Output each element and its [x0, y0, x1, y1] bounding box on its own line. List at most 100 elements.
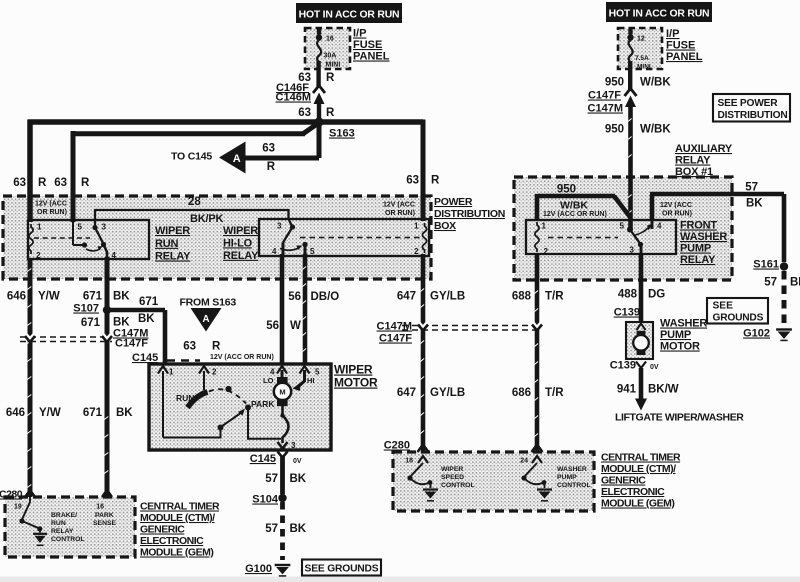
svg-text:RELAY: RELAY — [680, 254, 716, 266]
svg-text:R: R — [326, 72, 335, 84]
svg-text:C147F: C147F — [379, 333, 412, 345]
svg-text:4: 4 — [270, 368, 275, 377]
svg-text:BOX: BOX — [434, 220, 456, 232]
svg-text:LO: LO — [263, 376, 274, 385]
svg-text:FROM S163: FROM S163 — [179, 297, 236, 309]
svg-text:3: 3 — [291, 441, 296, 450]
svg-text:BK/W: BK/W — [648, 384, 679, 396]
svg-text:950: 950 — [557, 184, 576, 196]
svg-text:A: A — [233, 153, 241, 165]
svg-text:BRAKE/: BRAKE/ — [51, 512, 77, 519]
svg-text:MOTOR: MOTOR — [660, 341, 700, 353]
svg-text:MODULE (CTM)/: MODULE (CTM)/ — [601, 463, 676, 475]
svg-text:SPEED: SPEED — [441, 474, 464, 481]
svg-text:GENERIC: GENERIC — [601, 475, 646, 487]
svg-text:671: 671 — [83, 407, 103, 419]
svg-text:686: 686 — [512, 387, 531, 399]
svg-text:SENSE: SENSE — [93, 520, 117, 527]
svg-text:63: 63 — [183, 341, 196, 353]
svg-text:LIFTGATE WIPER/WASHER: LIFTGATE WIPER/WASHER — [615, 412, 744, 424]
svg-text:BK: BK — [790, 277, 800, 289]
svg-text:5: 5 — [620, 222, 625, 231]
svg-text:646: 646 — [6, 407, 25, 419]
svg-text:MINI: MINI — [326, 62, 341, 69]
svg-text:MODULE (GEM): MODULE (GEM) — [601, 498, 674, 510]
svg-text:C145: C145 — [132, 352, 158, 364]
svg-text:647: 647 — [397, 291, 416, 303]
svg-text:G102: G102 — [743, 328, 770, 340]
svg-text:16: 16 — [326, 36, 334, 43]
svg-text:DB/O: DB/O — [311, 291, 340, 303]
svg-text:R: R — [212, 341, 221, 353]
svg-text:57: 57 — [764, 277, 777, 289]
svg-text:R: R — [81, 177, 90, 189]
svg-text:RELAY: RELAY — [155, 251, 191, 263]
svg-text:RUN: RUN — [155, 238, 178, 250]
svg-text:T/R: T/R — [545, 387, 564, 399]
svg-text:12V (ACC: 12V (ACC — [35, 201, 67, 208]
svg-text:HI-LO: HI-LO — [223, 237, 253, 249]
svg-text:S104: S104 — [252, 494, 279, 506]
svg-text:MODULE (GEM): MODULE (GEM) — [140, 547, 213, 559]
svg-text:C147M: C147M — [377, 321, 412, 333]
svg-text:FUSE: FUSE — [666, 40, 695, 52]
svg-text:W/BK: W/BK — [560, 200, 588, 212]
svg-text:7.5A: 7.5A — [635, 55, 649, 62]
svg-text:PUMP: PUMP — [680, 243, 711, 255]
svg-text:A: A — [202, 314, 209, 325]
svg-text:30A: 30A — [324, 53, 337, 60]
svg-text:CENTRAL TIMER: CENTRAL TIMER — [601, 452, 681, 464]
svg-text:C146F: C146F — [276, 82, 309, 94]
svg-text:BK: BK — [290, 473, 307, 485]
svg-text:12V (ACC OR RUN): 12V (ACC OR RUN) — [210, 354, 274, 361]
svg-text:3: 3 — [102, 223, 107, 232]
svg-text:HOT IN ACC OR RUN: HOT IN ACC OR RUN — [609, 8, 710, 19]
svg-text:941: 941 — [617, 384, 637, 396]
svg-text:OR RUN): OR RUN) — [37, 209, 67, 216]
svg-text:3: 3 — [277, 222, 282, 231]
svg-text:HOT IN ACC OR RUN: HOT IN ACC OR RUN — [299, 9, 400, 20]
svg-text:SEE: SEE — [713, 301, 734, 312]
svg-text:I/P: I/P — [353, 28, 366, 40]
svg-text:R: R — [326, 107, 335, 119]
svg-text:RUN: RUN — [176, 393, 194, 403]
svg-text:W/BK: W/BK — [640, 124, 671, 136]
svg-text:CONTROL: CONTROL — [51, 536, 85, 543]
svg-text:SEE GROUNDS: SEE GROUNDS — [305, 564, 379, 575]
svg-text:GENERIC: GENERIC — [140, 524, 185, 536]
svg-text:Y/W: Y/W — [38, 291, 60, 303]
svg-text:BK: BK — [746, 198, 763, 210]
svg-text:671: 671 — [139, 296, 159, 308]
svg-text:950: 950 — [605, 77, 624, 89]
svg-text:POWER: POWER — [434, 196, 473, 208]
svg-text:MINI: MINI — [637, 64, 651, 71]
svg-text:C280: C280 — [384, 440, 410, 452]
svg-text:M: M — [279, 387, 285, 396]
svg-text:FRONT: FRONT — [680, 220, 717, 232]
svg-text:2: 2 — [212, 368, 217, 377]
svg-text:WIPER: WIPER — [223, 225, 258, 237]
svg-text:TO C145: TO C145 — [171, 151, 212, 163]
svg-text:PANEL: PANEL — [666, 51, 703, 63]
svg-text:PARK: PARK — [95, 512, 114, 519]
svg-text:PANEL: PANEL — [353, 51, 390, 63]
svg-text:CONTROL: CONTROL — [441, 482, 475, 489]
svg-text:BK: BK — [290, 523, 307, 535]
svg-text:56: 56 — [266, 320, 279, 332]
svg-text:C145: C145 — [250, 453, 276, 465]
svg-text:C147F: C147F — [115, 338, 148, 350]
svg-text:950: 950 — [605, 124, 624, 136]
svg-text:688: 688 — [512, 291, 532, 303]
svg-text:R: R — [38, 177, 47, 189]
svg-text:18: 18 — [405, 458, 413, 465]
svg-text:3: 3 — [630, 246, 635, 255]
svg-text:63: 63 — [298, 72, 311, 84]
svg-text:WIPER: WIPER — [155, 225, 190, 237]
svg-text:PARK: PARK — [251, 399, 275, 409]
svg-text:T/R: T/R — [545, 291, 564, 303]
svg-text:SEE POWER: SEE POWER — [718, 98, 779, 109]
svg-text:RELAY: RELAY — [675, 155, 711, 167]
svg-text:1: 1 — [37, 223, 42, 232]
svg-text:2: 2 — [544, 247, 549, 256]
svg-text:1: 1 — [169, 368, 174, 377]
